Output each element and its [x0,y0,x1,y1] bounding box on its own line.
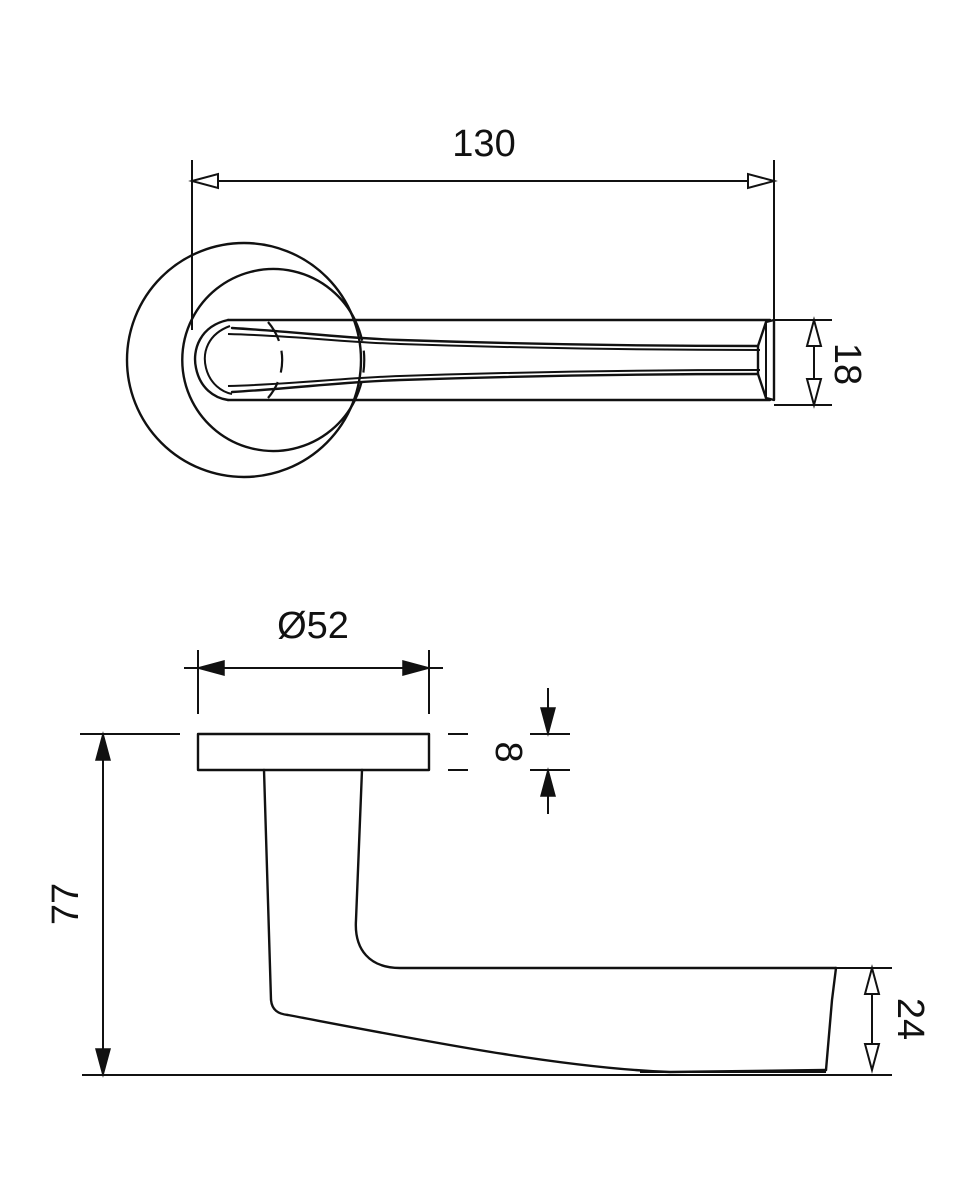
dimension-projection-label: 77 [45,883,87,925]
arrow-rose-left-icon [195,660,225,676]
lever-taper-upper-2 [227,333,761,351]
dimension-rose-diameter: Ø52 [184,605,443,714]
top-view [125,241,776,479]
lever-taper-lower-2 [227,369,761,387]
arrow-rose-right-icon [402,660,432,676]
arrow-projection-up-icon [95,731,111,761]
side-view [82,732,892,1076]
arrow-up-icon [805,316,823,347]
rose-inner-circle [181,267,357,453]
dimension-lever-height-label: 24 [889,998,931,1040]
dimension-rose-thickness-label: 8 [487,741,529,762]
arrow-down-icon [805,378,823,409]
lever-end-profile [824,966,838,1072]
dimension-width: 18 [774,316,868,409]
dimension-length-label: 130 [452,123,515,165]
lever-neck-dashed-arc [267,321,284,399]
arrow-left-icon [188,172,219,190]
arrow-thickness-down-icon [540,707,556,737]
lever-taper-upper [230,326,760,348]
arrow-right-icon [747,172,778,190]
rose-outer-circle [125,241,363,479]
dimension-lever-height: 24 [836,964,931,1074]
dimension-length: 130 [188,123,778,330]
lever-inner-profile [354,768,838,970]
arrow-height-up-icon [863,964,881,995]
arrow-height-down-icon [863,1043,881,1074]
dimension-projection: 77 [45,731,180,1078]
lever-outer-profile [262,768,828,1074]
dimension-rose-diameter-label: Ø52 [277,605,349,647]
dimension-width-label: 18 [826,343,868,385]
lever-taper-lower [230,372,760,394]
lever-neck-inner [203,325,233,395]
arrow-thickness-up-icon [540,767,556,797]
rose-inner-dashed-arc [354,319,366,401]
lever-neck-outline [193,318,230,402]
dimension-rose-thickness: 8 [448,688,570,814]
rose-plate [196,732,431,772]
arrow-projection-down-icon [95,1048,111,1078]
